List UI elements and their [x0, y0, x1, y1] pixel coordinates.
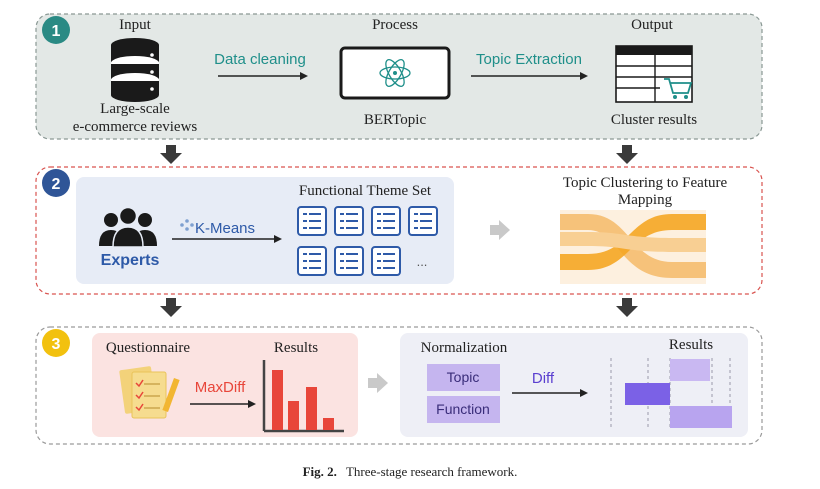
diff-label: Diff — [532, 370, 555, 387]
theme-list-icon — [371, 206, 401, 236]
stage-3-badge: 3 — [42, 329, 70, 357]
caption-prefix: Fig. 2. — [303, 464, 337, 479]
caption-text: Three-stage research framework. — [346, 464, 517, 479]
gray-arrow-stage2 — [490, 220, 510, 240]
theme-list-icon — [371, 246, 401, 276]
input-label-line2: e-commerce reviews — [73, 119, 198, 135]
mapping-title-line1: Topic Clustering to Feature — [563, 175, 728, 191]
down-arrow-left-1 — [160, 145, 182, 164]
stage-2-number: 2 — [52, 176, 61, 193]
experts-icon — [99, 206, 157, 248]
down-arrow-right-2 — [616, 298, 638, 317]
kmeans-label: K-Means — [195, 220, 255, 237]
database-icon — [111, 38, 159, 102]
maxdiff-label: MaxDiff — [195, 379, 246, 396]
bertopic-monitor-icon — [339, 46, 451, 100]
bertopic-label: BERTopic — [364, 112, 427, 128]
input-label-line1: Large-scale — [100, 101, 170, 117]
cluster-results-label: Cluster results — [611, 112, 697, 128]
output-header: Output — [631, 17, 674, 33]
theme-list-icon — [334, 206, 364, 236]
figure-caption: Fig. 2. Three-stage research framework. — [303, 464, 518, 479]
shopping-cart-icon — [664, 78, 693, 99]
arrow-data-cleaning — [218, 72, 308, 80]
down-arrow-left-2 — [160, 298, 182, 317]
theme-list-icon — [408, 206, 438, 236]
functional-theme-set-title: Functional Theme Set — [299, 183, 432, 199]
experts-label: Experts — [101, 252, 160, 269]
stage-2-badge: 2 — [42, 169, 70, 197]
input-header: Input — [119, 17, 151, 33]
function-label: Function — [436, 401, 490, 417]
topic-extraction-label: Topic Extraction — [476, 51, 582, 68]
topic-label: Topic — [447, 369, 480, 385]
results-bar-chart-icon — [262, 360, 344, 433]
theme-list-icon — [297, 206, 327, 236]
normalization-label: Normalization — [421, 340, 508, 356]
results-label-left: Results — [274, 340, 318, 356]
theme-ellipsis: ... — [417, 254, 428, 269]
pencil-icon — [162, 377, 180, 413]
questionnaire-label: Questionnaire — [106, 340, 190, 356]
results-label-right: Results — [669, 337, 713, 353]
function-box: Function — [427, 396, 500, 423]
stage-3-number: 3 — [52, 336, 61, 353]
theme-list-icon — [297, 246, 327, 276]
stage-1-number: 1 — [52, 23, 61, 40]
arrow-topic-extraction — [471, 72, 588, 80]
arrow-diff — [512, 389, 588, 397]
sankey-diagram — [560, 210, 706, 284]
table-cart-icon — [615, 45, 693, 103]
down-arrow-right-1 — [616, 145, 638, 164]
data-cleaning-label: Data cleaning — [214, 51, 306, 68]
questionnaire-icon — [119, 366, 180, 419]
stage-1-badge: 1 — [42, 16, 70, 44]
theme-list-icon — [334, 246, 364, 276]
gray-arrow-stage3 — [368, 373, 388, 393]
mapping-title-line2: Mapping — [618, 192, 673, 208]
arrow-maxdiff — [190, 400, 256, 408]
topic-box: Topic — [427, 364, 500, 391]
theme-icon-grid — [297, 206, 438, 276]
process-header: Process — [372, 17, 418, 33]
atom-icon — [379, 59, 411, 87]
results-diverging-chart-icon — [610, 358, 732, 430]
arrow-kmeans — [172, 235, 282, 243]
kmeans-cluster-icon — [180, 219, 194, 231]
